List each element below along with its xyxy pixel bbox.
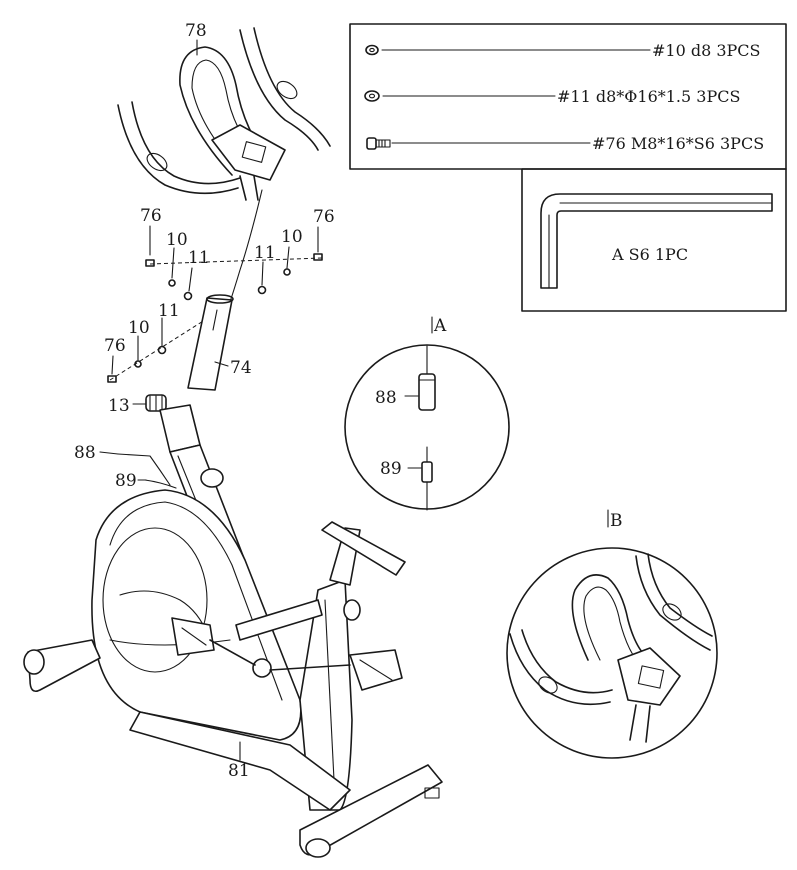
hardware-table: #10 d8 3PCS #11 d8*Φ16*1.5 3PCS #76 M8*1…	[349, 23, 787, 170]
handlebar-detail-icon	[509, 553, 713, 743]
label-11-lower: 11	[158, 301, 180, 321]
handlebar-knob-13	[145, 394, 167, 412]
seat-knob-icon	[343, 599, 361, 621]
washer-icon	[168, 279, 176, 287]
label-10-left: 10	[166, 230, 188, 250]
washer-icon	[157, 345, 167, 355]
label-10-right: 10	[281, 227, 303, 247]
detail-a: A 88 89	[344, 316, 510, 511]
fasteners-upper	[107, 253, 323, 383]
label-10-lower: 10	[128, 318, 150, 338]
bolt-icon	[313, 253, 323, 261]
label-76-right: 76	[313, 207, 335, 227]
tension-knob-icon	[200, 468, 224, 488]
label-11-right: 11	[254, 243, 276, 263]
connector-88-icon	[418, 345, 436, 411]
washer-icon	[364, 90, 380, 102]
washer-icon	[283, 268, 291, 276]
label-76-lower: 76	[104, 336, 126, 356]
pedal-right-icon	[269, 649, 403, 691]
hardware-row-2-text: #11 d8*Φ16*1.5 3PCS	[557, 87, 740, 106]
label-89: 89	[115, 471, 137, 491]
detail-a-label: A	[433, 316, 447, 336]
bolt-icon	[107, 375, 117, 383]
pedal-left-icon	[171, 617, 256, 666]
hardware-row-3-text: #76 M8*16*S6 3PCS	[592, 134, 764, 153]
tool-box-frame	[521, 168, 787, 312]
tool-box: A S6 1PC	[521, 168, 787, 312]
tool-text: A S6 1PC	[611, 245, 688, 264]
label-76-left: 76	[140, 206, 162, 226]
hex-key-icon	[540, 193, 773, 289]
detail-b-label: B	[610, 511, 623, 531]
handlebar-78	[117, 27, 331, 331]
cable-89	[144, 479, 177, 489]
bolt-icon	[145, 259, 155, 267]
seat-mount-icon	[321, 521, 406, 576]
detail-a-part-89: 89	[380, 459, 402, 479]
bolt-icon	[366, 137, 391, 150]
detail-b: B	[506, 509, 718, 759]
label-11-left: 11	[188, 248, 210, 268]
washer-icon	[134, 360, 142, 368]
label-88: 88	[74, 443, 96, 463]
washer-icon	[365, 44, 379, 56]
label-74: 74	[230, 358, 252, 378]
label-81: 81	[228, 761, 250, 781]
handlebar-stem-74	[187, 294, 234, 391]
detail-b-circle	[506, 547, 718, 759]
washer-icon	[257, 285, 267, 295]
crank-icon	[252, 658, 272, 678]
connector-89-icon	[421, 446, 433, 511]
cable-88	[117, 453, 171, 486]
main-frame-81	[23, 489, 443, 858]
detail-a-part-88: 88	[375, 388, 397, 408]
label-78: 78	[185, 21, 207, 41]
hardware-row-1-text: #10 d8 3PCS	[652, 41, 761, 60]
label-13: 13	[108, 396, 130, 416]
washer-icon	[183, 291, 193, 301]
